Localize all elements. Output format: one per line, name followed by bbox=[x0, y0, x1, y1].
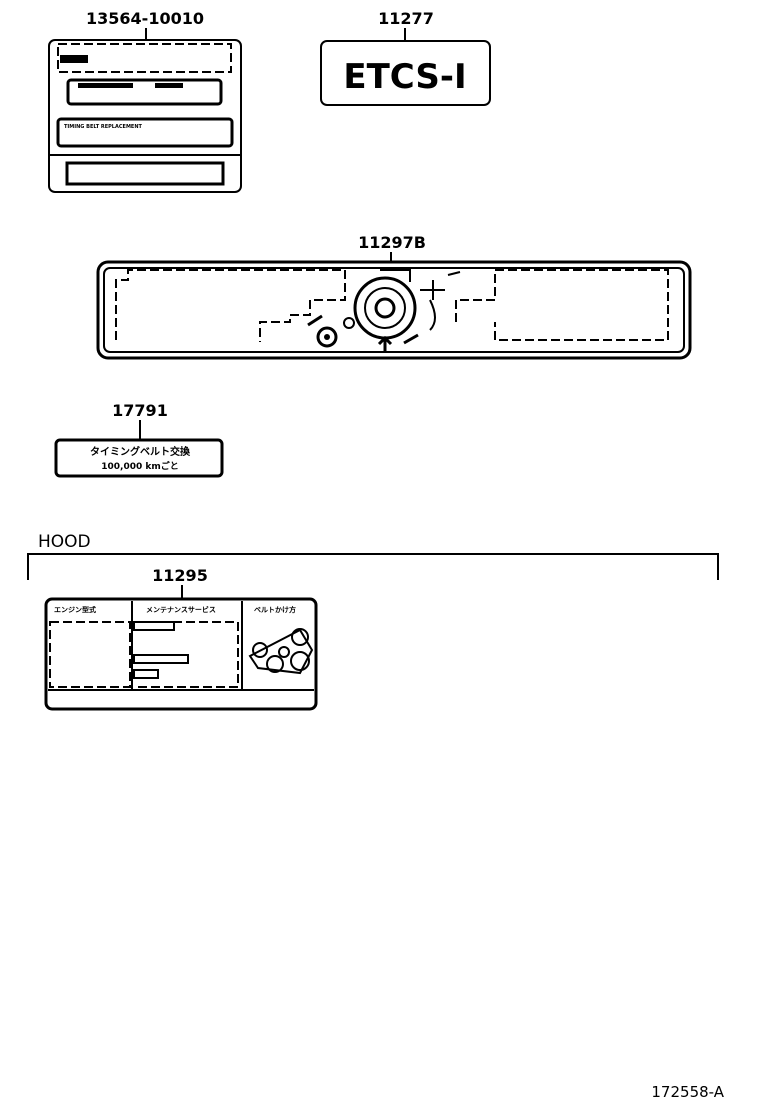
part-11277: 11277 ETCS-I bbox=[320, 9, 491, 106]
part-number: 11295 bbox=[152, 566, 208, 585]
label-text: TIMING BELT REPLACEMENT bbox=[64, 124, 143, 130]
section-title: HOOD bbox=[38, 532, 91, 552]
section-hood: HOOD bbox=[27, 532, 719, 580]
part-number: 13564-10010 bbox=[86, 9, 204, 28]
figure-id: 172558-A bbox=[651, 1083, 724, 1101]
label-line-2: 100,000 kmごと bbox=[101, 460, 179, 472]
part-17791: 17791 タイミングベルト交換 100,000 kmごと bbox=[54, 401, 224, 478]
col-engine: エンジン型式 bbox=[54, 605, 96, 614]
col-belt-routing: ベルトかけ方 bbox=[254, 605, 296, 614]
part-13564-10010: 13564-10010 TIMING BELT REPLACEMENT bbox=[48, 9, 242, 193]
part-number: 17791 bbox=[112, 401, 168, 420]
col-maintenance: メンテナンスサービス bbox=[146, 605, 216, 614]
label-line-1: タイミングベルト交換 bbox=[90, 445, 191, 458]
etcs-label-text: ETCS-I bbox=[343, 57, 466, 97]
part-11295: 11295 エンジン型式 メンテナンスサービス ベルトかけ方 bbox=[44, 566, 318, 711]
part-11297B: 11297B bbox=[96, 233, 692, 360]
part-number: 11297B bbox=[358, 233, 426, 252]
part-number: 11277 bbox=[378, 9, 434, 28]
